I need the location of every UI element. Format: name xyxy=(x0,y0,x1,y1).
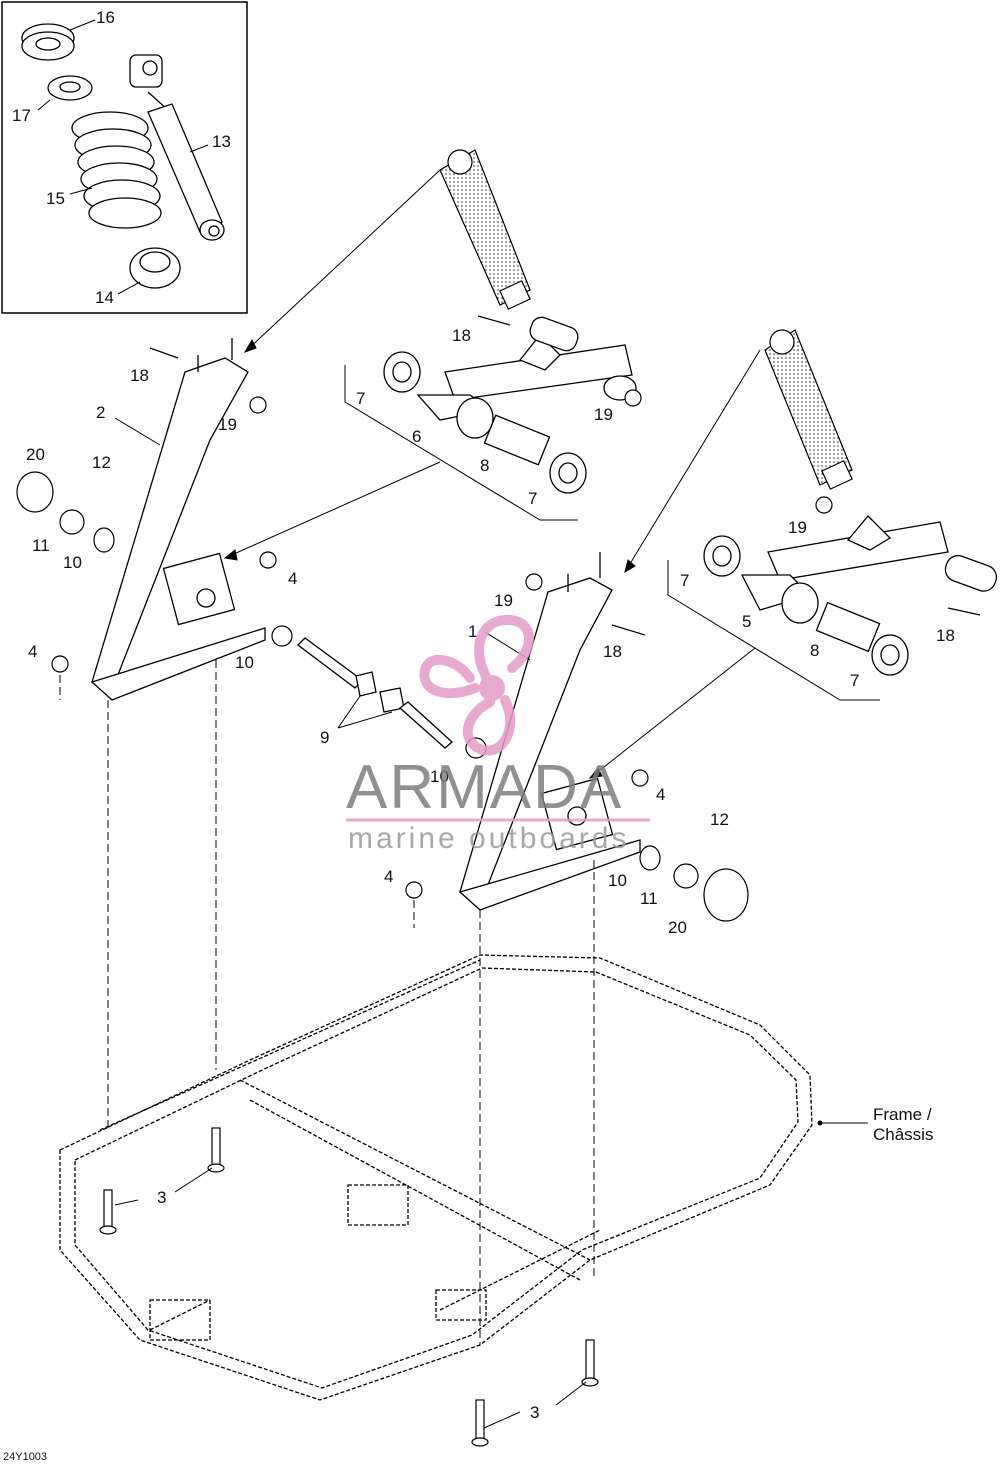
frame-chassis xyxy=(59,954,813,1401)
hardware-nuts-washers xyxy=(16,315,981,922)
drawing-code: 24Y1003 xyxy=(3,1451,47,1463)
callout-16: 16 xyxy=(96,8,115,27)
callout-20: 20 xyxy=(26,445,45,464)
callout-17: 17 xyxy=(12,106,31,125)
pivot-arm-right xyxy=(767,515,998,592)
callout-7: 7 xyxy=(528,489,537,508)
alignment-lines xyxy=(59,660,595,1345)
frame-label-french: Châssis xyxy=(873,1125,933,1144)
spring-15 xyxy=(71,111,162,229)
shock-absorber-right xyxy=(764,329,853,490)
callout-1: 1 xyxy=(468,622,477,641)
callout-12: 12 xyxy=(92,453,111,472)
callout-6: 6 xyxy=(412,427,421,446)
callout-10: 10 xyxy=(430,767,449,786)
callout-7: 7 xyxy=(356,389,365,408)
watermark-tagline: marine outboards xyxy=(348,822,629,855)
callouts-main: 18 2 19 20 12 11 10 4 4 10 18 7 6 19 8 7… xyxy=(26,326,955,1422)
adjuster-nut-14 xyxy=(129,247,181,289)
callout-13: 13 xyxy=(212,132,231,151)
pivot-arm-left xyxy=(444,316,637,401)
callout-19: 19 xyxy=(594,405,613,424)
propeller-logo xyxy=(419,614,534,756)
stopper-ring-17 xyxy=(47,75,93,101)
callout-19: 19 xyxy=(494,591,513,610)
callout-4: 4 xyxy=(384,867,393,886)
callout-10: 10 xyxy=(235,653,254,672)
callout-2: 2 xyxy=(96,403,105,422)
callout-19: 19 xyxy=(788,518,807,537)
callout-11: 11 xyxy=(32,536,50,555)
bolt-3 xyxy=(99,1127,599,1447)
callout-7: 7 xyxy=(680,571,689,590)
callout-12: 12 xyxy=(710,810,729,829)
spring-collar-16 xyxy=(21,23,75,61)
callout-4: 4 xyxy=(288,569,297,588)
pointer-arrows xyxy=(223,169,761,779)
callout-3: 3 xyxy=(530,1403,539,1422)
callout-3: 3 xyxy=(157,1188,166,1207)
callout-8: 8 xyxy=(480,456,489,475)
callout-18: 18 xyxy=(130,366,149,385)
callout-leaders xyxy=(114,417,868,1429)
callout-4: 4 xyxy=(28,642,37,661)
callout-4: 4 xyxy=(656,785,665,804)
shock-absorber-left xyxy=(439,149,531,310)
callout-18: 18 xyxy=(452,326,471,345)
pivot-shaft-9 xyxy=(297,637,453,749)
callout-8: 8 xyxy=(810,641,819,660)
callout-14: 14 xyxy=(95,288,114,307)
callout-11: 11 xyxy=(640,889,658,908)
callout-18: 18 xyxy=(936,626,955,645)
callout-20: 20 xyxy=(668,918,687,937)
frame-label: Frame / xyxy=(873,1105,932,1124)
watermark-brand: ARMADA xyxy=(346,753,623,822)
armada-watermark: ARMADA marine outboards xyxy=(346,614,650,855)
callout-18: 18 xyxy=(603,642,622,661)
inset-detail-box: 16 17 15 13 14 xyxy=(1,1,248,314)
bearing-group-left xyxy=(383,351,587,494)
support-stand-2 xyxy=(90,338,266,701)
bracket-lines xyxy=(344,365,880,701)
callout-19: 19 xyxy=(218,415,237,434)
callout-10: 10 xyxy=(608,871,627,890)
support-stand-1 xyxy=(458,552,641,911)
shock-body-13 xyxy=(129,54,225,241)
callout-9: 9 xyxy=(320,728,329,747)
callout-15: 15 xyxy=(46,189,65,208)
bearing-group-right xyxy=(703,535,909,676)
callout-10: 10 xyxy=(63,553,82,572)
callout-7: 7 xyxy=(850,671,859,690)
callout-5: 5 xyxy=(742,612,751,631)
